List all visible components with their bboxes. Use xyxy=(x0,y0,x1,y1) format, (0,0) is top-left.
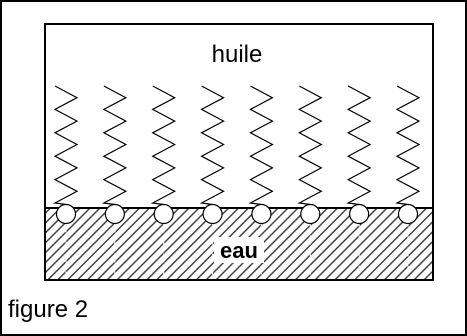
oil-region xyxy=(44,23,434,209)
water-label: eau xyxy=(220,238,258,263)
surfactant-head xyxy=(202,203,223,225)
surfactant-tail xyxy=(101,85,128,206)
oil-label: huile xyxy=(212,41,263,68)
figure-caption: figure 2 xyxy=(8,296,89,323)
surfactant-molecules xyxy=(53,85,421,225)
surfactant-head xyxy=(300,203,321,225)
surfactant-head xyxy=(55,203,77,225)
water-label-background xyxy=(214,237,264,263)
surfactant-tail xyxy=(53,85,79,206)
surfactant-tail xyxy=(395,85,421,206)
surfactant-tail xyxy=(199,85,225,206)
surfactant-head xyxy=(153,203,174,225)
surfactant-head xyxy=(397,203,419,225)
surfactant-tail xyxy=(297,85,323,206)
surfactant-head xyxy=(349,203,370,225)
surfactant-tail xyxy=(150,85,176,206)
surfactant-head xyxy=(251,203,272,225)
surfactant-head xyxy=(104,203,125,225)
surfactant-tail xyxy=(248,85,274,206)
surfactant-tail xyxy=(346,85,372,206)
